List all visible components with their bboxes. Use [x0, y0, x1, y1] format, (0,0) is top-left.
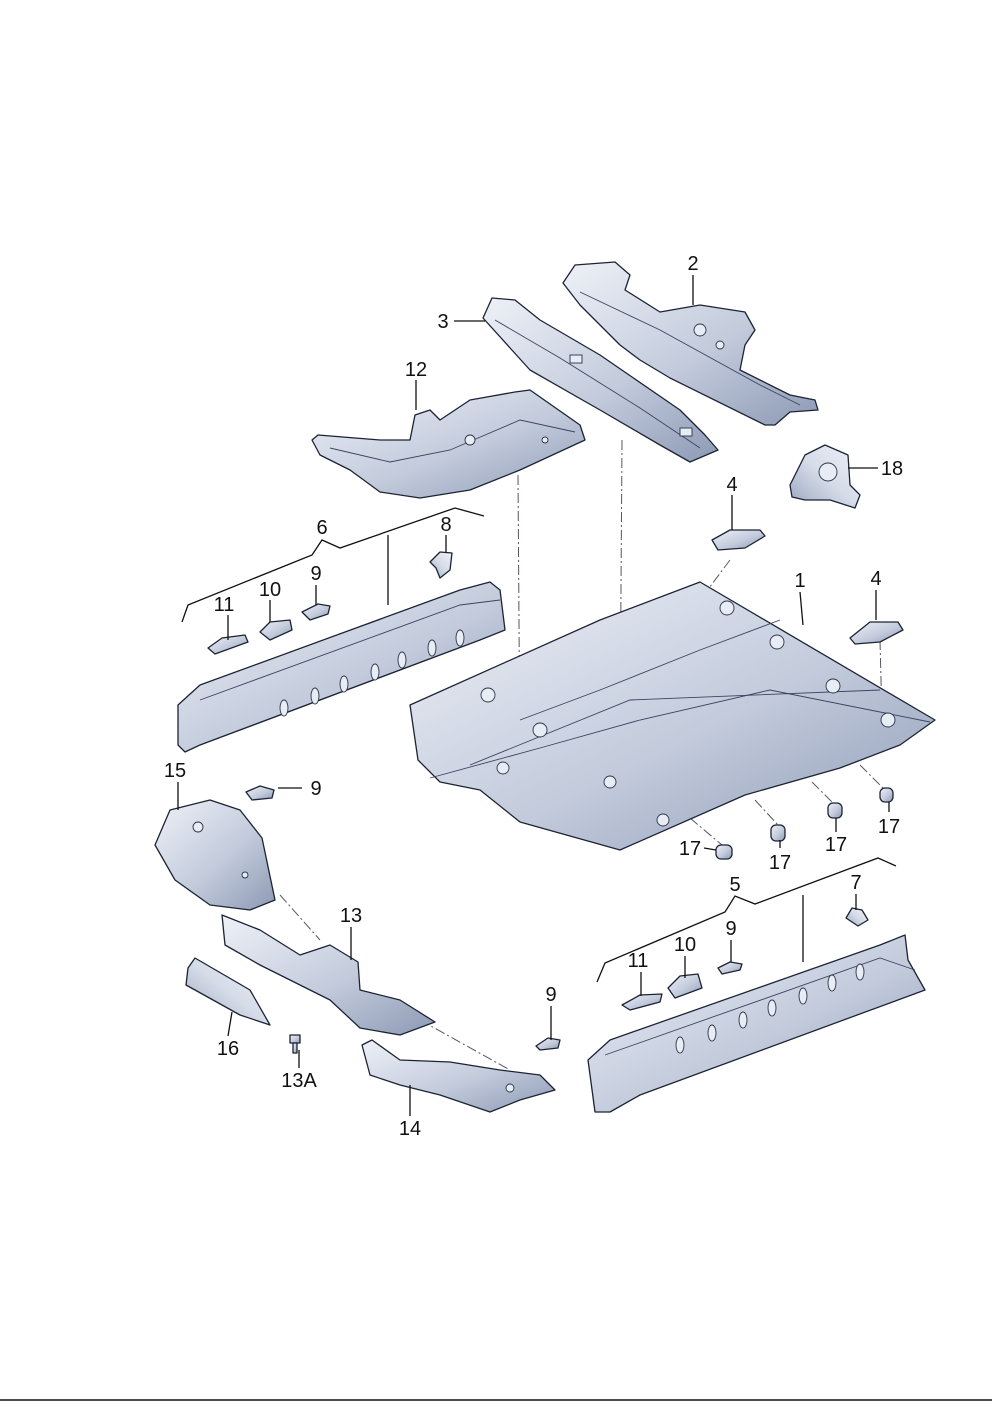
callout-13: 13: [340, 905, 362, 927]
callout-3: 3: [437, 311, 448, 333]
part-4-cover-left[interactable]: [711, 529, 766, 551]
callout-15: 15: [164, 760, 186, 782]
part-12-tunnel-reinforcement[interactable]: [311, 389, 586, 499]
callout-4: 4: [870, 568, 881, 590]
callout-7: 7: [850, 872, 861, 894]
callout-10: 10: [674, 934, 696, 956]
callout-labels: 2 3 12 18 4 6 8 9 10 11 1 4 15 9 17 17 1…: [164, 253, 903, 1140]
leader-lines: [177, 275, 897, 1116]
part-13a-bolt[interactable]: [289, 1034, 301, 1054]
part-9-bracket-right[interactable]: [717, 961, 743, 975]
callout-4: 4: [726, 474, 737, 496]
callout-11: 11: [214, 594, 235, 616]
part-9-bracket-mid[interactable]: [245, 785, 275, 801]
callout-13a: 13A: [281, 1070, 317, 1092]
part-8-bracket[interactable]: [429, 551, 453, 579]
callout-17: 17: [769, 852, 791, 874]
callout-14: 14: [399, 1118, 421, 1140]
callout-2: 2: [687, 253, 698, 275]
callout-17: 17: [679, 838, 701, 860]
callout-6: 6: [316, 517, 327, 539]
part-10-bracket-right[interactable]: [667, 973, 703, 999]
part-6-left-sill[interactable]: [177, 581, 506, 753]
part-1-floor-pan[interactable]: [409, 581, 936, 851]
callout-18: 18: [881, 458, 903, 480]
part-13-longitudinal-member[interactable]: [221, 914, 436, 1036]
part-9-bracket-lower[interactable]: [535, 1037, 561, 1051]
callout-11: 11: [628, 950, 649, 972]
part-11-bracket-right[interactable]: [621, 993, 663, 1011]
part-17-fasteners[interactable]: [715, 787, 894, 860]
part-2-crossmember[interactable]: [562, 261, 819, 426]
part-5-right-sill[interactable]: [587, 934, 926, 1113]
callout-17: 17: [878, 816, 900, 838]
callout-12: 12: [405, 359, 427, 381]
part-15-wheelhouse[interactable]: [154, 799, 276, 911]
callout-17: 17: [825, 834, 847, 856]
callout-16: 16: [217, 1038, 239, 1060]
callout-9: 9: [310, 563, 321, 585]
part-16-reinforcement[interactable]: [185, 957, 271, 1026]
part-14-member[interactable]: [361, 1039, 556, 1113]
part-11-bracket-upper[interactable]: [207, 634, 249, 655]
callout-9: 9: [545, 984, 556, 1006]
callout-10: 10: [259, 579, 281, 601]
callout-9: 9: [725, 918, 736, 940]
callout-5: 5: [729, 874, 740, 896]
part-10-bracket-upper[interactable]: [259, 619, 293, 641]
part-4-cover-right[interactable]: [849, 621, 904, 645]
part-7-bracket[interactable]: [845, 907, 869, 927]
part-9-bracket-upper[interactable]: [301, 603, 331, 621]
part-3-crossmember[interactable]: [482, 297, 719, 463]
callout-9: 9: [310, 778, 321, 800]
callout-1: 1: [794, 570, 805, 592]
callout-8: 8: [440, 514, 451, 536]
part-18-bracket[interactable]: [789, 444, 861, 509]
